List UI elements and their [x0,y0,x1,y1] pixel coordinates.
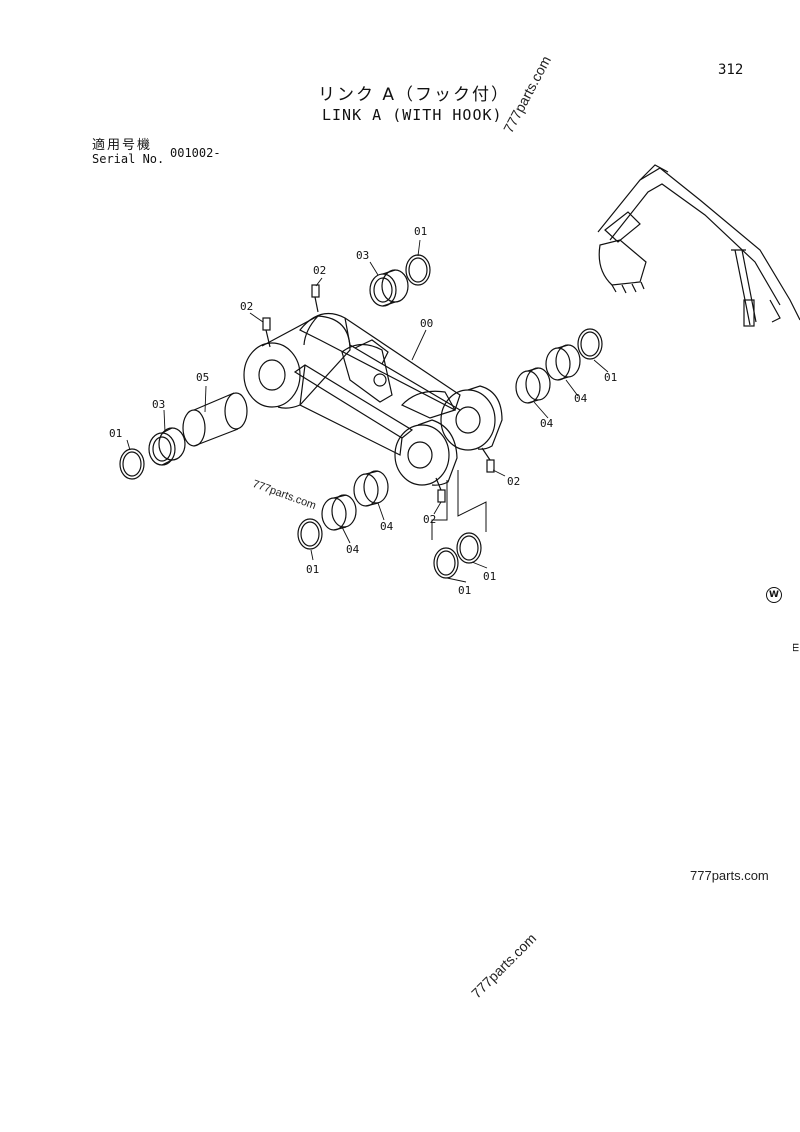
seal-01-left [119,448,145,480]
callout-04: 04 [540,417,554,430]
bushing-04-bottom-inner [353,470,389,507]
bushing-04-right-inner [515,367,551,404]
callout-01: 01 [604,371,617,384]
bracket-lines [431,470,487,540]
callout-05: 05 [196,371,209,384]
page-number: 312 [718,62,744,78]
callout-02: 02 [240,300,253,313]
applicable-label-japanese: 適用号機 [92,138,153,153]
callout-01: 01 [458,584,471,597]
callout-03: 03 [152,398,165,411]
seal-01-top [405,254,431,286]
bushing-03-top [369,269,409,307]
serial-number-value: 001002- [170,146,221,160]
link-frame [293,312,461,456]
callout-04: 04 [574,392,588,405]
w-badge-icon: W [766,587,782,603]
callout-04: 04 [380,520,394,533]
seal-01-right [577,328,603,360]
grease-nipple [435,477,446,503]
right-boss-front [394,419,458,486]
title-english: LINK A (WITH HOOK) [322,106,503,124]
left-boss [243,315,351,409]
grease-nipple [262,317,271,348]
callout-01: 01 [109,427,122,440]
title-japanese: リンク A（フック付） [318,85,511,105]
callout-00: 00 [420,317,433,330]
callout-02: 02 [423,513,436,526]
seal-01-lower-right [456,532,482,564]
bushing-04-right-outer [545,344,581,381]
seal-01-lower-left [433,547,459,579]
leader-lines [126,239,609,583]
callout-02: 02 [507,475,520,488]
bushing-03-left [148,427,186,466]
callout-01: 01 [483,570,496,583]
seal-01-bottom [297,518,323,550]
excavator-arm-icon [597,164,800,327]
callout-01: 01 [414,225,427,238]
callout-04: 04 [346,543,360,556]
callout-03: 03 [356,249,369,262]
callout-01: 01 [306,563,319,576]
pin-05 [182,392,248,447]
right-boss-rear [440,385,503,451]
serial-number-label: Serial No. [92,152,165,166]
watermark: 777parts.com [690,868,769,883]
grease-nipple [481,447,495,473]
grease-nipple [311,284,320,313]
callout-02: 02 [313,264,326,277]
bushing-04-bottom-outer [321,494,357,531]
